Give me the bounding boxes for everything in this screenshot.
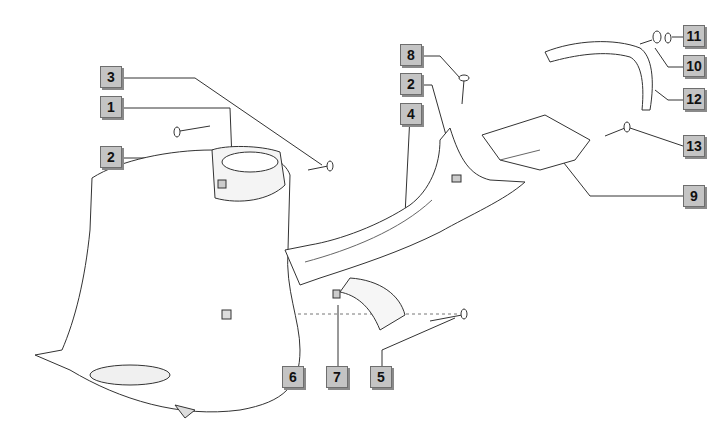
- callout-number: 3: [100, 66, 122, 88]
- callout-number: 13: [683, 135, 705, 157]
- callout-number: 7: [326, 366, 348, 388]
- callout-number: 8: [400, 44, 422, 66]
- callout-number: 11: [683, 25, 705, 47]
- callout-number: 2: [100, 146, 122, 168]
- callout-number: 6: [282, 366, 304, 388]
- callout-number: 10: [683, 55, 705, 77]
- callout-number: 4: [400, 103, 422, 125]
- callout-number: 5: [370, 366, 392, 388]
- callout-number: 9: [683, 185, 705, 207]
- callout-number: 2: [400, 73, 422, 95]
- callout-number: 1: [100, 96, 122, 118]
- callout-number: 12: [683, 88, 705, 110]
